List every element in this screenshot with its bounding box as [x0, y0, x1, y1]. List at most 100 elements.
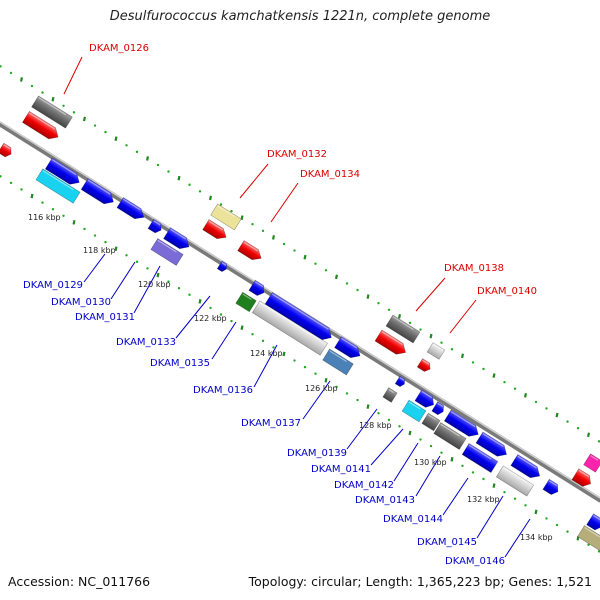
tick-dot [83, 227, 86, 231]
tick-mark [586, 432, 591, 438]
gene-dkam-0140-bevel [432, 343, 441, 350]
tick-dot [356, 288, 359, 292]
gene-blue-0137 [334, 336, 361, 359]
gene-label[interactable]: DKAM_0134 [300, 169, 360, 180]
gene-label[interactable]: DKAM_0137 [241, 418, 301, 429]
gene-dkam-0144-body [461, 443, 499, 473]
tick-mark [114, 136, 118, 142]
tick-label: 126 kbp [305, 384, 338, 393]
gene-dkam-0133-upper [202, 219, 227, 240]
tick-mark [366, 294, 370, 299]
tick-dot [167, 170, 170, 173]
tick-mark [492, 483, 496, 488]
connector-dkam-0144 [442, 477, 469, 516]
tick-dot [345, 392, 349, 395]
tick-label: 128 kbp [359, 421, 392, 430]
tick-dot [335, 385, 338, 389]
connector-dkam-0138 [415, 277, 446, 312]
tick-label: 130 kbp [414, 458, 447, 467]
gene-dkam-0131-bevel [157, 239, 177, 253]
gene-red-0140b-bevel [422, 359, 430, 365]
gene-dkam-0134 [237, 240, 262, 261]
tick-dot [587, 543, 590, 546]
tick-dot [0, 175, 2, 178]
tick-mark [429, 333, 433, 339]
tick-dot [20, 188, 23, 191]
tick-mark [19, 77, 24, 82]
tick-dot [513, 387, 517, 390]
gene-label[interactable]: DKAM_0133 [116, 337, 176, 348]
gene-red-0139-bevel [381, 331, 403, 346]
gene-blue-0141 [431, 401, 444, 416]
gene-label[interactable]: DKAM_0139 [287, 448, 347, 459]
gene-red-far [571, 468, 591, 487]
gene-blue-0131b [147, 218, 162, 234]
gene-blue-0131b-bevel [153, 220, 161, 226]
gene-blue-0137-body [334, 336, 361, 359]
connector-dkam-0134 [270, 182, 299, 223]
gene-blue-0140-bevel [421, 391, 433, 399]
gene-dkam-0129-body [35, 168, 81, 204]
gene-label[interactable]: DKAM_0146 [445, 556, 505, 567]
tick-mark [51, 96, 55, 102]
tick-dot [188, 293, 191, 296]
gene-label[interactable]: DKAM_0135 [150, 358, 210, 369]
tick-dot [135, 150, 139, 154]
gene-label[interactable]: DKAM_0136 [193, 385, 253, 396]
gene-dkam-0131 [150, 238, 184, 266]
tick-label: 122 kbp [194, 314, 227, 323]
gene-label[interactable]: DKAM_0130 [51, 297, 111, 308]
tick-dot [104, 240, 107, 244]
gene-label[interactable]: DKAM_0144 [383, 514, 443, 525]
gene-dkam-0135-bevel [242, 293, 252, 300]
label-connectors [63, 56, 531, 558]
tick-dot [303, 365, 307, 369]
tick-label: 120 kbp [138, 280, 171, 289]
gene-label[interactable]: DKAM_0126 [89, 43, 149, 54]
gene-blue-0145 [510, 454, 541, 479]
tick-mark [492, 373, 496, 378]
gene-label[interactable]: DKAM_0142 [334, 480, 394, 491]
tick-dot [482, 477, 485, 481]
gene-blue-0136-bevel [272, 293, 329, 330]
tick-dot [408, 321, 412, 325]
tick-mark [523, 393, 528, 398]
connector-dkam-0135 [211, 321, 237, 360]
gene-magenta [583, 453, 600, 473]
gene-label[interactable]: DKAM_0131 [75, 312, 135, 323]
tick-dot [513, 497, 517, 500]
gene-labels-top: DKAM_0126 DKAM_0132 DKAM_0134 DKAM_0138 … [89, 43, 537, 297]
gene-dkam-0143-body [433, 422, 467, 450]
gene-dkam-0139-bevel [388, 388, 395, 394]
gene-blue-0133 [248, 279, 265, 296]
gene-label[interactable]: DKAM_0129 [23, 280, 83, 291]
gene-dkam-0134-bevel [243, 241, 258, 252]
tick-mark [156, 272, 160, 278]
tick-mark [334, 274, 339, 280]
gene-blue-0131a-bevel [123, 198, 141, 211]
tick-dot [251, 333, 254, 336]
gene-label[interactable]: DKAM_0141 [311, 464, 371, 475]
gene-label[interactable]: DKAM_0138 [444, 263, 504, 274]
tick-dot [167, 280, 170, 283]
gene-label[interactable]: DKAM_0140 [477, 286, 537, 297]
tick-dot [429, 444, 433, 448]
gene-blue-0130-bevel [87, 179, 111, 195]
gene-label[interactable]: DKAM_0145 [417, 537, 477, 548]
tick-dot [230, 209, 233, 213]
tick-dot [30, 84, 34, 88]
tick-dot [125, 144, 128, 147]
tick-dot [597, 550, 600, 553]
gene-dkam-0126 [31, 95, 73, 129]
connector-dkam-0131 [133, 265, 161, 314]
gene-dkam-0133-upper-bevel [208, 220, 223, 231]
gene-label[interactable]: DKAM_0132 [267, 149, 327, 160]
connector-dkam-0145 [476, 495, 504, 539]
tick-mark [145, 156, 150, 161]
gene-red-far-body [571, 468, 591, 487]
tick-dot [377, 411, 380, 415]
gene-label[interactable]: DKAM_0143 [355, 495, 415, 506]
gene-blue-0144-body [475, 431, 507, 457]
tick-dot [471, 471, 475, 474]
connector-dkam-0143 [415, 455, 441, 497]
